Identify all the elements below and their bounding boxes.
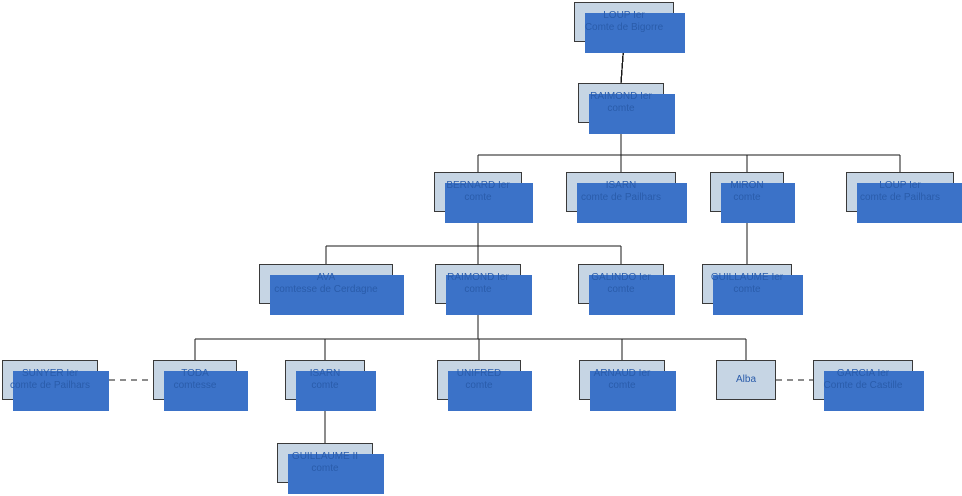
person-title: comte <box>311 463 339 474</box>
node-shadow <box>288 454 384 494</box>
person-title: comte <box>608 380 636 391</box>
person-name: GUILLAUME Ier <box>710 272 784 283</box>
person-name: RAIMOND Ier <box>447 272 509 283</box>
person-name: ARNAUD Ier <box>593 368 651 379</box>
person-title: comte <box>607 103 635 114</box>
person-name: LOUP Ier <box>603 10 645 21</box>
node-shadow <box>590 371 676 411</box>
node-shadow <box>857 183 962 223</box>
node-shadow <box>589 94 675 134</box>
node-shadow <box>589 275 675 315</box>
person-title: comte de Pailhars <box>9 380 91 391</box>
person-title: comte <box>607 284 635 295</box>
person-title: comte <box>464 284 492 295</box>
person-title: comte <box>465 380 493 391</box>
person-title: comte de Pailhars <box>580 192 662 203</box>
node-shadow <box>713 275 803 315</box>
node-shadow <box>824 371 924 411</box>
node-shadow <box>270 275 404 315</box>
node-shadow <box>296 371 376 411</box>
person-title: comte <box>311 380 339 391</box>
person-title: comte <box>733 192 761 203</box>
person-name: ISARN <box>309 368 341 379</box>
person-name: GUILLAUME II <box>291 451 359 462</box>
node-shadow <box>721 183 795 223</box>
node-shadow <box>446 275 532 315</box>
person-name: LOUP Ier <box>879 180 921 191</box>
person-title: comtesse <box>173 380 217 391</box>
person-title: comte <box>733 284 761 295</box>
node-shadow <box>577 183 687 223</box>
person-name: AVA <box>316 272 336 283</box>
node-shadow <box>445 183 533 223</box>
person-name: GALINDO Ier <box>591 272 651 283</box>
person-name: ISARN <box>605 180 637 191</box>
person-title: Comte de Castille <box>823 380 903 391</box>
person-title: comte de Pailhars <box>859 192 941 203</box>
person-name: GARCIA Ier <box>836 368 890 379</box>
person-name: MIRON <box>730 180 764 191</box>
person-title: comte <box>464 192 492 203</box>
person-title: Comte de Bigorre <box>584 22 664 33</box>
person-name: Alba <box>735 374 756 385</box>
person-name: TODA <box>181 368 209 379</box>
node-shadow <box>448 371 532 411</box>
node-shadow <box>164 371 248 411</box>
node-shadow <box>13 371 109 411</box>
person-title: comtesse de Cerdagne <box>274 284 378 295</box>
person-node-alba[interactable]: Alba <box>716 360 776 400</box>
person-name: UNIFRED <box>456 368 502 379</box>
person-name: BERNARD Ier <box>446 180 510 191</box>
node-shadow <box>585 13 685 53</box>
person-name: RAIMOND Ier <box>590 91 652 102</box>
person-name: SUNYER Ier <box>21 368 79 379</box>
